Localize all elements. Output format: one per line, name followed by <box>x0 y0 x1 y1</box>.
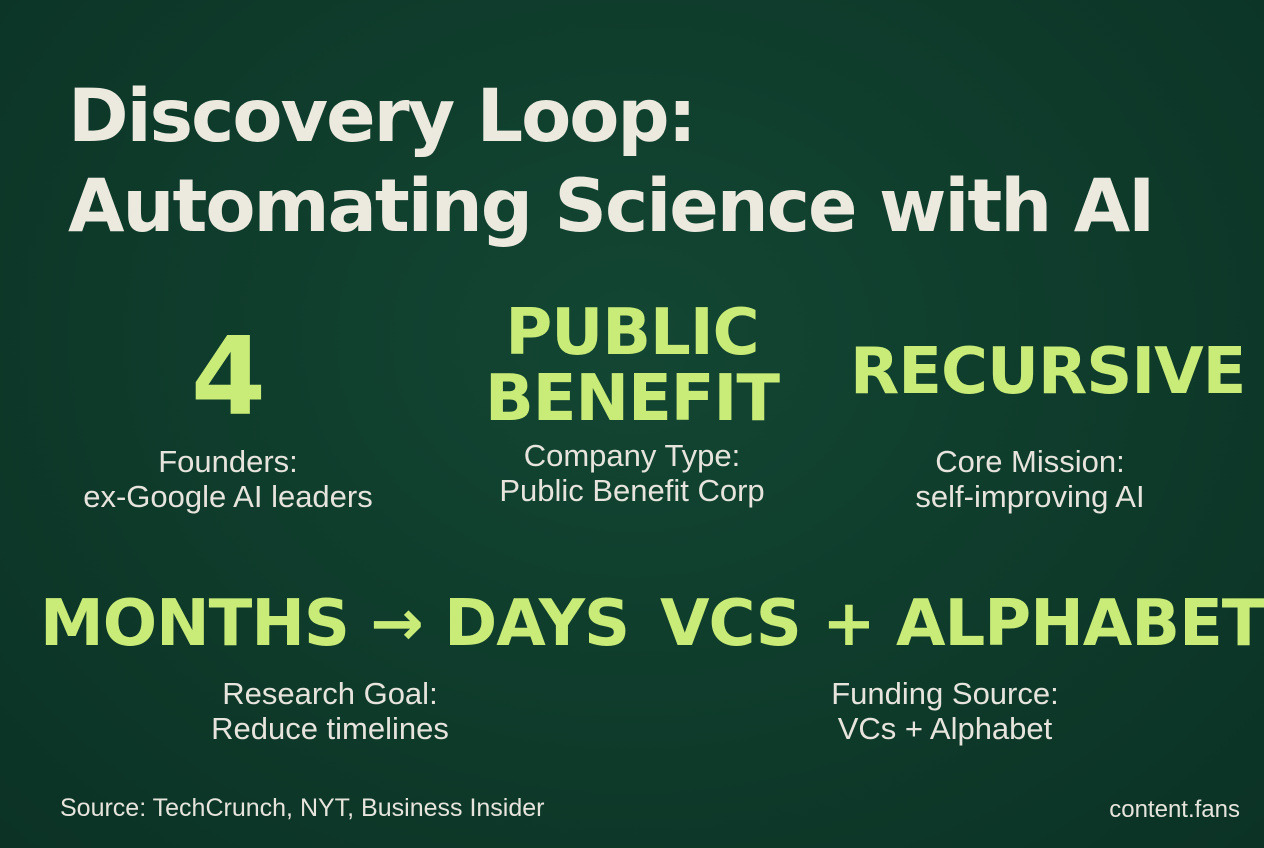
core-mission-value: RECURSIVE <box>850 335 1246 409</box>
founders-value: 4 <box>190 315 266 440</box>
funding-source-label-line-1: Funding Source: <box>831 676 1059 711</box>
core-mission-label-line-1: Core Mission: <box>935 444 1125 479</box>
founders-label: Founders: ex-Google AI leaders <box>58 444 398 514</box>
funding-source-value: VCS + ALPHABET <box>660 587 1264 661</box>
research-goal-label-line-1: Research Goal: <box>222 676 438 711</box>
research-goal-label: Research Goal: Reduce timelines <box>40 676 620 746</box>
source-citation: Source: TechCrunch, NYT, Business Inside… <box>60 794 545 822</box>
founders-label-line-1: Founders: <box>158 444 298 479</box>
research-goal-value: MONTHS → DAYS <box>40 587 630 661</box>
core-mission-label: Core Mission: self-improving AI <box>850 444 1210 514</box>
stat-company-type: PUBLIC BENEFIT Company Type: Public Bene… <box>462 300 802 508</box>
stat-funding-source: VCS + ALPHABET Funding Source: VCs + Alp… <box>660 584 1264 746</box>
company-type-label-line-2: Public Benefit Corp <box>499 473 765 508</box>
company-type-label-line-1: Company Type: <box>523 438 741 473</box>
stat-research-goal: MONTHS → DAYS Research Goal: Reduce time… <box>40 584 630 746</box>
funding-source-label: Funding Source: VCs + Alphabet <box>660 676 1230 746</box>
brand-watermark: content.fans <box>1109 796 1240 823</box>
title-line-2: Automating Science with AI <box>68 164 1155 249</box>
page-title: Discovery Loop: Automating Science with … <box>68 72 1218 252</box>
core-mission-label-line-2: self-improving AI <box>915 479 1145 514</box>
company-type-value-line-1: PUBLIC <box>505 296 759 370</box>
stat-founders: 4 Founders: ex-Google AI leaders <box>58 315 398 515</box>
research-goal-label-line-2: Reduce timelines <box>211 711 449 746</box>
stat-core-mission: RECURSIVE Core Mission: self-improving A… <box>850 334 1246 514</box>
company-type-value: PUBLIC BENEFIT <box>462 300 802 432</box>
title-line-1: Discovery Loop: <box>68 74 697 159</box>
company-type-label: Company Type: Public Benefit Corp <box>462 438 802 508</box>
funding-source-label-line-2: VCs + Alphabet <box>837 711 1053 746</box>
company-type-value-line-2: BENEFIT <box>485 362 780 436</box>
founders-label-line-2: ex-Google AI leaders <box>83 479 373 514</box>
